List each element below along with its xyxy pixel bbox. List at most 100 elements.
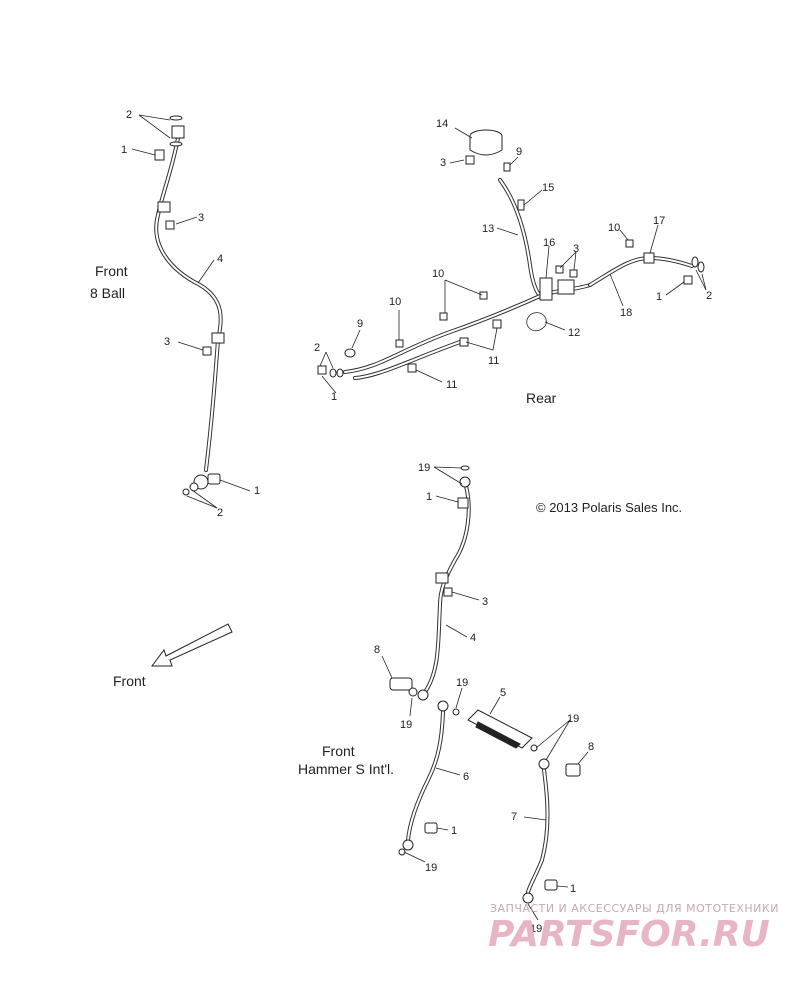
- clip: [503, 162, 511, 172]
- banjo-fitting: [437, 700, 449, 712]
- callout-12: 12: [568, 327, 580, 339]
- callout-10: 10: [608, 222, 620, 234]
- copyright-text: © 2013 Polaris Sales Inc.: [536, 500, 682, 515]
- washer-icon: [189, 482, 199, 492]
- caption-front-8ball-line2: 8 Ball: [90, 285, 125, 301]
- callout-1: 1: [254, 485, 260, 497]
- screw: [202, 346, 212, 356]
- callout-9: 9: [357, 318, 363, 330]
- banjo-fitting: [417, 689, 429, 701]
- hose-13: [498, 178, 542, 298]
- banjo-fitting: [459, 476, 471, 488]
- caption-front-hammer-line1: Front: [322, 743, 355, 759]
- o-ring-12: [526, 312, 547, 332]
- hose-bracket: [157, 201, 171, 213]
- hose-bracket: [211, 332, 225, 344]
- banjo-fitting: [522, 892, 534, 904]
- watermark-logo: PARTSFOR.RU: [488, 914, 770, 955]
- callout-19: 19: [425, 862, 437, 874]
- callout-19: 19: [530, 923, 542, 935]
- banjo-bolt: [154, 149, 165, 161]
- callout-11: 11: [488, 355, 499, 367]
- callout-17: 17: [653, 215, 665, 227]
- callout-4: 4: [217, 253, 223, 265]
- screw: [569, 269, 578, 278]
- junction-block: [557, 279, 575, 295]
- callout-19: 19: [567, 713, 579, 725]
- callout-3: 3: [198, 212, 204, 224]
- hose-6: [406, 710, 445, 842]
- tee-fitting-17: [643, 252, 655, 264]
- washer-icon: [460, 465, 470, 471]
- screw: [555, 265, 564, 274]
- washer-icon: [169, 141, 183, 147]
- callout-14: 14: [436, 118, 448, 130]
- caption-front-arrow: Front: [113, 673, 146, 689]
- front-direction-arrow: Front: [113, 623, 233, 689]
- hose-4-upper: [154, 136, 223, 342]
- screw: [165, 220, 175, 230]
- callout-16: 16: [543, 237, 555, 249]
- watermark: ЗАПЧАСТИ И АКСЕССУАРЫ ДЛЯ МОТОТЕХНИКИ PA…: [488, 902, 779, 955]
- callout-1: 1: [121, 144, 127, 156]
- clip-10: [479, 291, 488, 300]
- fitting-8: [565, 763, 581, 777]
- callout-3: 3: [440, 157, 446, 169]
- callout-5: 5: [500, 687, 506, 699]
- callout-7: 7: [511, 811, 517, 823]
- washer-icon: [169, 115, 183, 121]
- washer-icon: [182, 488, 190, 496]
- watermark-tagline: ЗАПЧАСТИ И АКСЕССУАРЫ ДЛЯ МОТОТЕХНИКИ: [490, 902, 779, 915]
- caption-front-8ball-line1: Front: [95, 263, 128, 279]
- callout-3: 3: [573, 243, 579, 255]
- grommet-9: [344, 348, 356, 358]
- callout-10: 10: [389, 296, 401, 308]
- callout-10: 10: [432, 268, 444, 280]
- callout-2: 2: [314, 342, 320, 354]
- callout-3: 3: [164, 336, 170, 348]
- callout-8: 8: [374, 644, 380, 656]
- banjo-bolt: [424, 822, 438, 834]
- hose-bracket: [435, 572, 449, 584]
- callout-3: 3: [482, 596, 488, 608]
- callout-18: 18: [620, 307, 632, 319]
- banjo-bolt: [317, 365, 327, 375]
- hose-7: [526, 768, 550, 894]
- screw: [465, 155, 475, 165]
- banjo-bolt: [207, 473, 221, 485]
- banjo-fitting: [538, 758, 550, 770]
- arrow-icon: [151, 623, 233, 667]
- washer-icon: [452, 708, 460, 716]
- callout-1: 1: [451, 825, 457, 837]
- callout-4: 4: [470, 632, 476, 644]
- banjo-bolt: [683, 275, 693, 285]
- callout-1: 1: [331, 391, 337, 403]
- washer-icon: [691, 256, 699, 268]
- callout-1: 1: [426, 491, 432, 503]
- bracket-16: [539, 277, 553, 301]
- caption-front-hammer-line2: Hammer S Int'l.: [298, 761, 394, 777]
- brake-line: [343, 283, 592, 374]
- callout-19: 19: [418, 462, 430, 474]
- callout-1: 1: [570, 883, 576, 895]
- front-8ball-assembly: 2 1 3 4 3 1 2 Front 8 Ball: [90, 109, 260, 519]
- callout-1: 1: [656, 291, 662, 303]
- screw: [443, 587, 453, 597]
- valve-body: [475, 721, 521, 749]
- clip-10: [395, 339, 404, 348]
- banjo-bolt: [544, 879, 558, 891]
- washer-icon: [697, 261, 705, 273]
- callout-8: 8: [588, 741, 594, 753]
- clip-11: [459, 337, 469, 347]
- callout-11: 11: [446, 379, 457, 391]
- callout-19: 19: [456, 677, 468, 689]
- callout-2: 2: [217, 507, 223, 519]
- callout-2: 2: [126, 109, 132, 121]
- callout-13: 13: [482, 223, 494, 235]
- washer-icon: [336, 368, 344, 378]
- clip-11: [492, 319, 502, 329]
- banjo-fitting: [402, 839, 414, 851]
- callout-2: 2: [706, 290, 712, 302]
